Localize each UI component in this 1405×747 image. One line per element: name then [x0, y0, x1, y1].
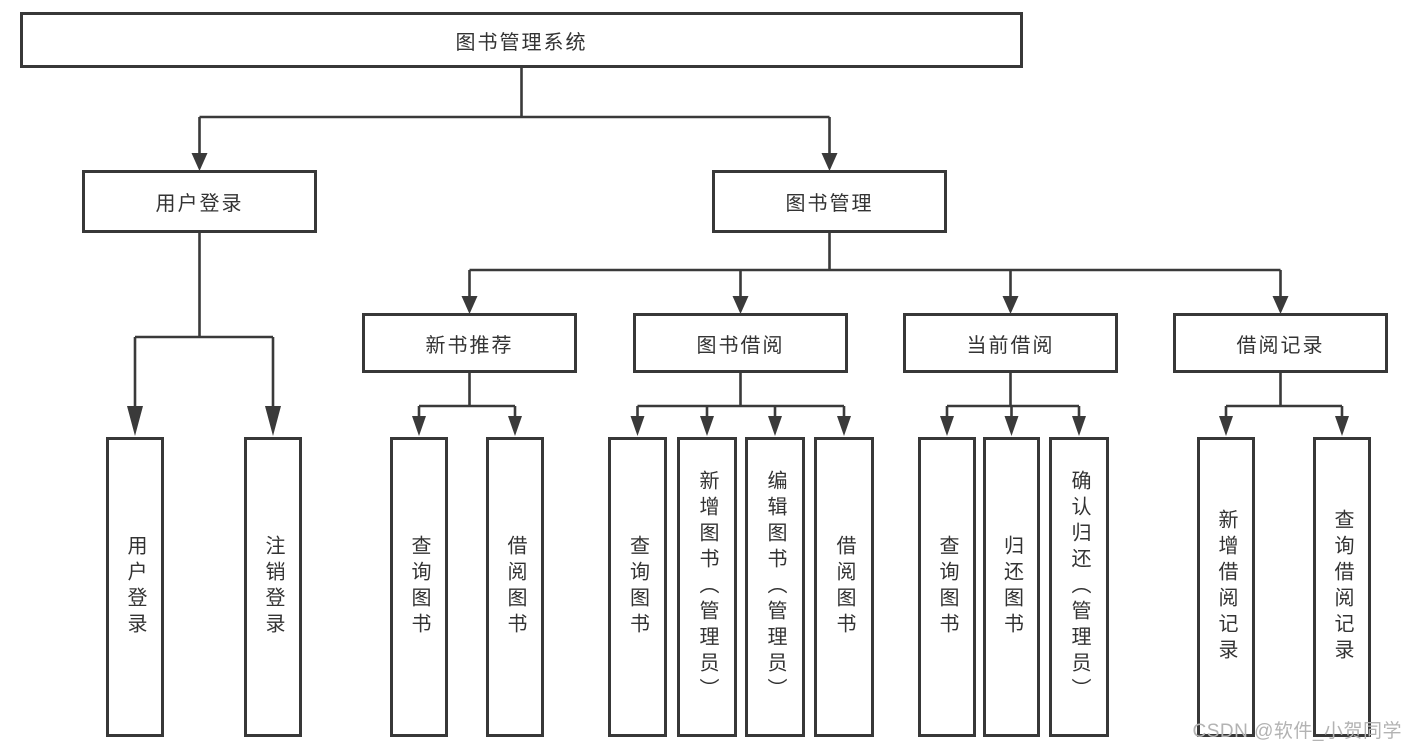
- arrowhead: [700, 416, 714, 436]
- leaf-records-query-record: 查询借阅记录: [1313, 437, 1371, 737]
- node-new-book-recommend-label: 新书推荐: [425, 334, 514, 357]
- leaf-current-query-books-label: 查询图书: [936, 535, 958, 639]
- arrowhead: [732, 296, 749, 314]
- leaf-borrowing-borrow-books: 借阅图书: [814, 437, 874, 737]
- leaf-recommend-query-books-label: 查询图书: [408, 535, 430, 639]
- node-borrowing-records: 借阅记录: [1173, 313, 1388, 373]
- node-new-book-recommend: 新书推荐: [362, 313, 577, 373]
- node-book-management: 图书管理: [712, 170, 947, 233]
- leaf-logout-label: 注销登录: [262, 535, 284, 639]
- node-book-management-label: 图书管理: [785, 193, 874, 215]
- node-root-label: 图书管理系统: [455, 31, 588, 54]
- leaf-records-query-record-label: 查询借阅记录: [1331, 509, 1353, 665]
- node-current-borrowing: 当前借阅: [903, 313, 1118, 373]
- leaf-borrowing-query-books-label: 查询图书: [626, 535, 649, 639]
- arrowhead: [191, 153, 208, 171]
- csdn-watermark: CSDN @软件_小贺同学: [1192, 721, 1402, 742]
- leaf-user-login-label: 用户登录: [124, 535, 146, 639]
- arrowhead: [1002, 296, 1019, 314]
- arrowhead: [508, 416, 522, 436]
- arrowhead: [461, 296, 478, 314]
- leaf-current-query-books: 查询图书: [918, 437, 976, 737]
- leaf-borrowing-add-books-label: 新增图书（管理员）: [696, 470, 718, 704]
- arrowhead: [1072, 416, 1086, 436]
- leaf-records-add-record: 新增借阅记录: [1197, 437, 1255, 737]
- leaf-borrowing-edit-books-label: 编辑图书（管理员）: [764, 470, 786, 704]
- leaf-current-return-books: 归还图书: [983, 437, 1040, 737]
- node-user-login-label: 用户登录: [155, 193, 244, 215]
- arrowhead: [1219, 416, 1233, 436]
- node-root: 图书管理系统: [20, 12, 1023, 68]
- node-book-borrowing-label: 图书借阅: [696, 334, 785, 357]
- leaf-recommend-borrow-books: 借阅图书: [486, 437, 544, 737]
- node-borrowing-records-label: 借阅记录: [1236, 334, 1325, 357]
- arrowhead: [768, 416, 782, 436]
- leaf-logout: 注销登录: [244, 437, 302, 737]
- node-user-login: 用户登录: [82, 170, 317, 233]
- leaf-current-confirm-return-label: 确认归还（管理员）: [1068, 470, 1090, 704]
- leaf-borrowing-borrow-books-label: 借阅图书: [833, 535, 855, 639]
- arrowhead: [1272, 296, 1289, 314]
- arrowhead: [1004, 416, 1019, 436]
- arrowhead: [837, 416, 851, 436]
- arrowhead: [412, 416, 426, 436]
- arrowhead: [821, 153, 838, 171]
- leaf-recommend-query-books: 查询图书: [390, 437, 448, 737]
- arrowhead: [127, 406, 143, 436]
- leaf-borrowing-add-books: 新增图书（管理员）: [677, 437, 737, 737]
- leaf-current-confirm-return: 确认归还（管理员）: [1049, 437, 1109, 737]
- leaf-user-login: 用户登录: [106, 437, 164, 737]
- node-book-borrowing: 图书借阅: [633, 313, 848, 373]
- leaf-current-return-books-label: 归还图书: [1000, 535, 1023, 639]
- leaf-recommend-borrow-books-label: 借阅图书: [504, 535, 526, 639]
- arrowhead: [630, 416, 645, 436]
- arrowhead: [940, 416, 954, 436]
- node-current-borrowing-label: 当前借阅: [966, 334, 1055, 357]
- arrowhead: [1335, 416, 1349, 436]
- arrowhead: [265, 406, 281, 436]
- leaf-borrowing-edit-books: 编辑图书（管理员）: [745, 437, 805, 737]
- leaf-borrowing-query-books: 查询图书: [608, 437, 667, 737]
- leaf-records-add-record-label: 新增借阅记录: [1215, 509, 1237, 665]
